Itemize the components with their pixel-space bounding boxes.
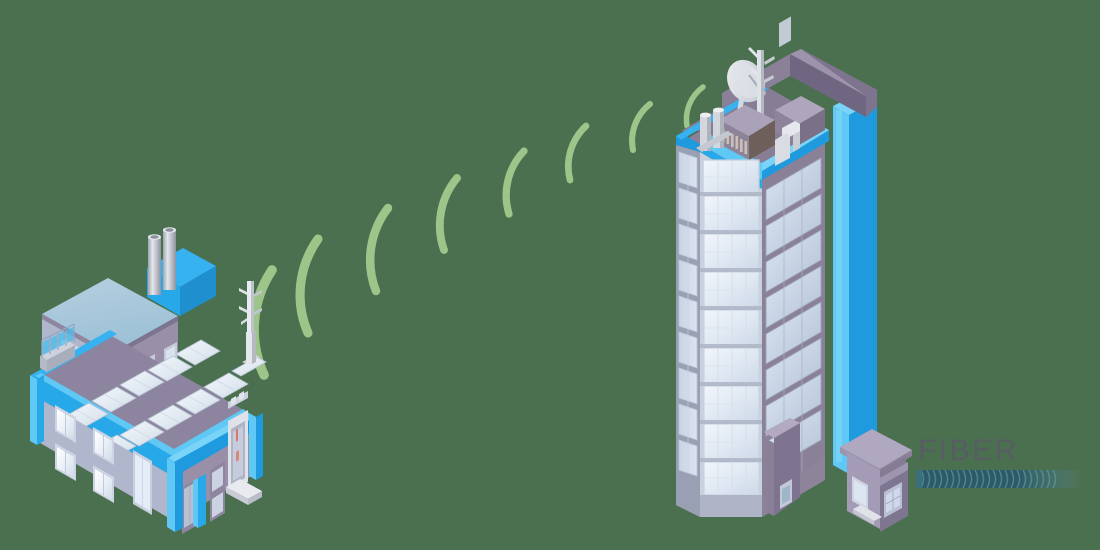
left-facade-windows <box>55 405 152 515</box>
wave-arc-2 <box>629 100 654 154</box>
fiber-connection: FIBER <box>916 434 1080 489</box>
fiber-label: FIBER <box>918 434 1019 467</box>
fiber-cable <box>916 469 1080 489</box>
rooftop-vent-ducts <box>775 121 800 166</box>
office-building <box>30 227 267 534</box>
main-roof-deck <box>31 330 255 477</box>
tower-annex-left <box>764 16 800 516</box>
rooftop-pipes <box>696 107 733 152</box>
wave-arc-4 <box>502 147 528 218</box>
tower-front-glass <box>700 159 762 496</box>
elevator-shaft <box>833 95 877 474</box>
antenna-mast <box>239 281 262 364</box>
wave-arc-7 <box>295 234 323 338</box>
chimneys <box>148 227 176 295</box>
wave-arc-6 <box>365 203 393 296</box>
wave-arc-3 <box>564 122 590 184</box>
wave-arc-1 <box>683 84 706 129</box>
rooftop-equipment <box>696 47 825 166</box>
corner-pillars <box>30 375 263 532</box>
tower-annex-fiber <box>840 429 912 532</box>
wave-arc-5 <box>435 174 461 254</box>
entrance-door <box>226 391 262 505</box>
rooftop-hvac-unit <box>719 105 775 160</box>
balcony <box>40 323 75 372</box>
tower-left-glass <box>678 151 698 477</box>
high-rise-tower <box>676 16 912 532</box>
